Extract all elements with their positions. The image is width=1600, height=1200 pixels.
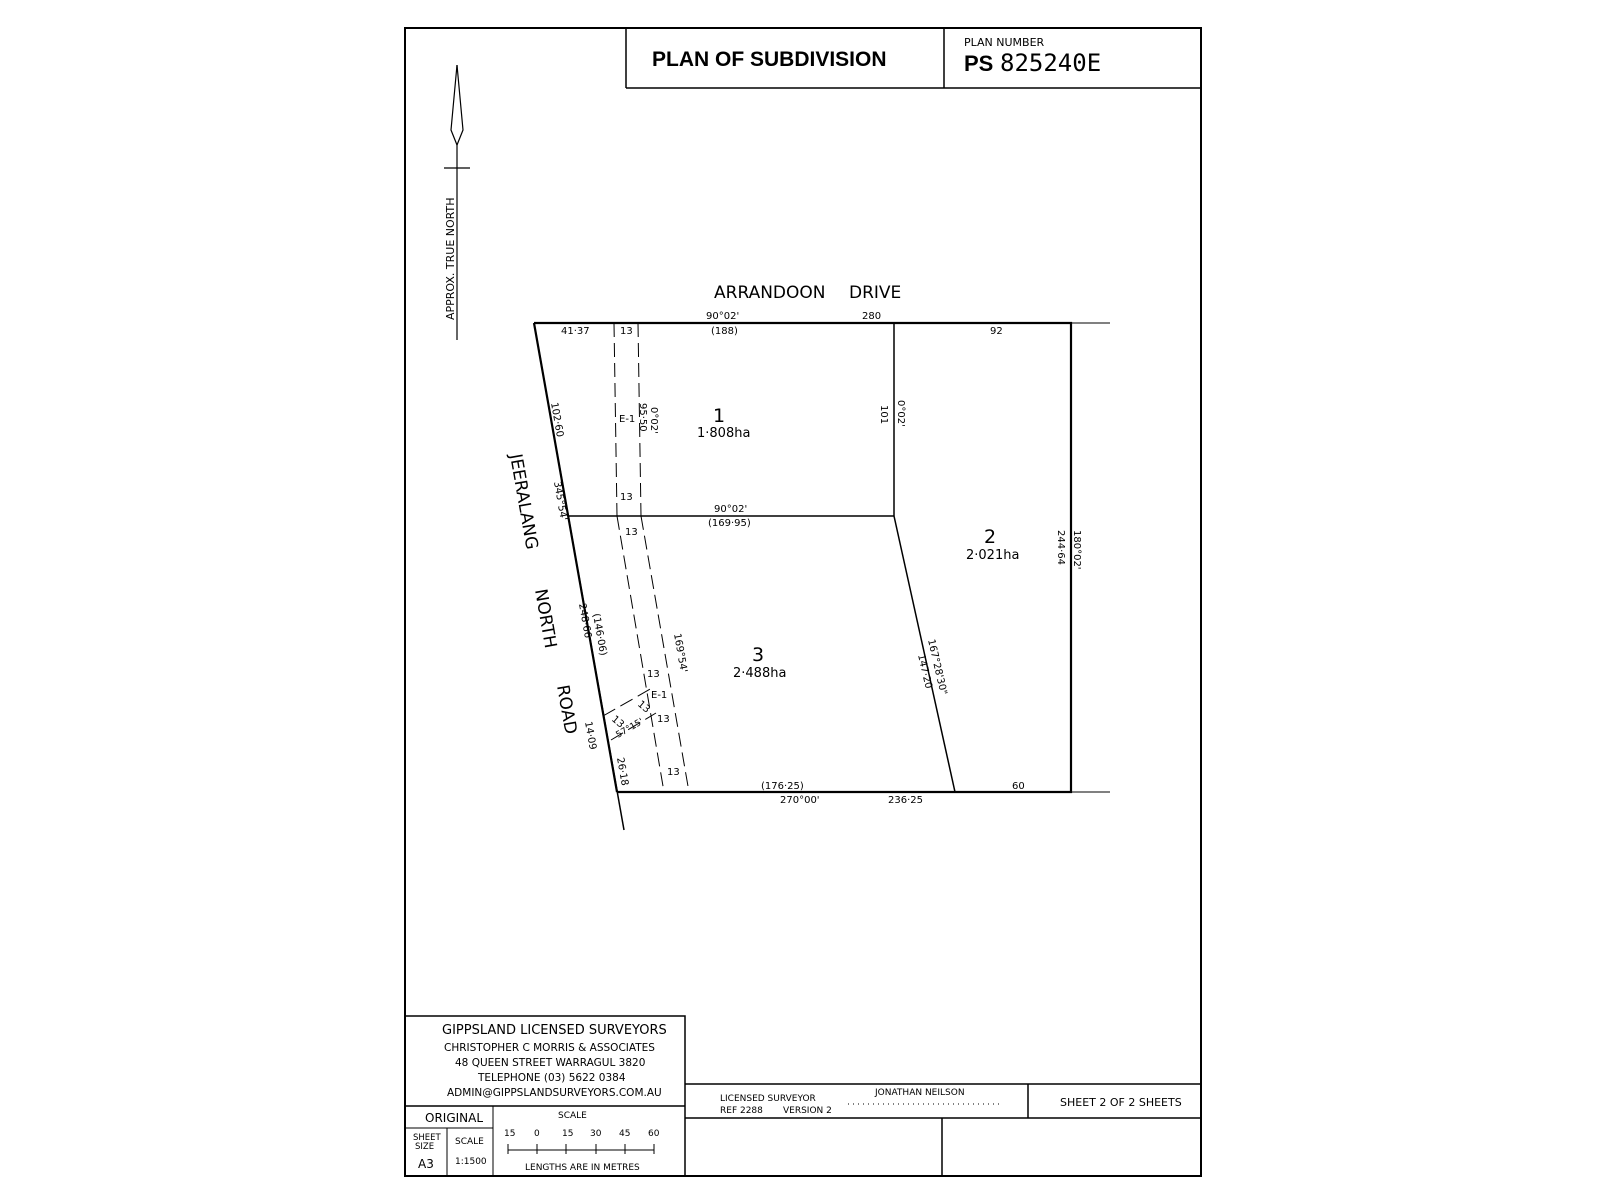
dim-left-248-66: 248·66 (576, 603, 593, 639)
plan-number-label: PLAN NUMBER (964, 36, 1045, 49)
dim-left-bearing-upper: 345°54' (551, 481, 569, 522)
easement-13-e: 13 (667, 767, 680, 778)
plan-number: 825240E (1000, 49, 1101, 77)
title-block (404, 1015, 1201, 1177)
easement-13-c: 13 (657, 714, 670, 725)
sheet-size-label-2: SIZE (415, 1142, 434, 1152)
dim-bottom-236-25: 236·25 (888, 795, 923, 806)
lot-1-number: 1 (713, 405, 725, 427)
scale-tick-label: 15 (562, 1129, 573, 1139)
firm-line-2: 48 QUEEN STREET WARRAGUL 3820 (455, 1057, 645, 1069)
dim-top-bearing: 90°02' (706, 311, 739, 322)
original-label: ORIGINAL (425, 1111, 483, 1125)
dim-top-188: (188) (711, 326, 738, 337)
lengths-note: LENGTHS ARE IN METRES (525, 1163, 640, 1173)
road-top-word-2: DRIVE (849, 283, 901, 303)
scale-tick-label: 45 (619, 1129, 630, 1139)
dim-top-92: 92 (990, 326, 1003, 337)
scale-bar-title: SCALE (558, 1111, 587, 1121)
dim-easement-bearing-lower: 169°54' (671, 633, 689, 674)
sheet-size-value: A3 (418, 1157, 434, 1171)
sheet-of-label: SHEET 2 OF 2 SHEETS (1060, 1096, 1182, 1109)
dim-bottom-60: 60 (1012, 781, 1025, 792)
lot-2-number: 2 (984, 526, 996, 548)
scale-label: SCALE (455, 1137, 484, 1147)
easement-13-a: 13 (647, 669, 660, 680)
easement-e1-upper: E-1 (619, 414, 635, 425)
dim-top-41-37: 41·37 (561, 326, 590, 337)
plan-title: PLAN OF SUBDIVISION (652, 48, 887, 71)
surveyor-version: VERSION 2 (783, 1106, 832, 1116)
dim-mid-13-lower: 13 (625, 527, 638, 538)
road-left-word-1: JEERALANG (505, 451, 542, 551)
lot-3-number: 3 (752, 644, 764, 666)
dim-bottom-176-25: (176·25) (761, 781, 804, 792)
lot-2-area: 2·021ha (966, 548, 1019, 563)
easement-e1-lower: E-1 (651, 690, 667, 701)
dim-bottom-bearing: 270°00' (780, 795, 820, 806)
scale-tick-label: 30 (590, 1129, 602, 1139)
firm-line-4: ADMIN@GIPPSLANDSURVEYORS.COM.AU (447, 1087, 662, 1099)
sheet-size-label-1: SHEET (413, 1133, 442, 1143)
firm-name: GIPPSLAND LICENSED SURVEYORS (442, 1023, 667, 1038)
scale-bar: 15 0 15 30 45 60 LENGTHS ARE IN METRES (504, 1129, 660, 1173)
surveyor-name: JONATHAN NEILSON (874, 1088, 965, 1098)
surveyor-label: LICENSED SURVEYOR (720, 1094, 816, 1104)
dim-easement-bearing-upper: 0°02' (648, 407, 659, 434)
header-box: PLAN OF SUBDIVISION PLAN NUMBER PS 82524… (625, 28, 1201, 89)
dim-right-244-64: 244·64 (1055, 530, 1066, 565)
dim-right-bearing: 180°02' (1071, 530, 1082, 570)
scale-value: 1:1500 (455, 1157, 487, 1167)
dim-left-26-18: 26·18 (614, 757, 630, 787)
surveyor-ref: REF 2288 (720, 1106, 763, 1116)
dim-top-13: 13 (620, 326, 633, 337)
dim-mid-bearing: 90°02' (714, 504, 747, 515)
dim-easement-95-50: 95·50 (637, 403, 648, 432)
easement-lines (602, 322, 690, 793)
firm-line-3: TELEPHONE (03) 5622 0384 (477, 1072, 626, 1084)
dim-lot1-east-bearing: 0°02' (895, 400, 906, 427)
north-arrow: APPROX. TRUE NORTH (444, 64, 470, 340)
dim-left-14-09: 14·09 (582, 721, 598, 751)
north-label: APPROX. TRUE NORTH (444, 198, 457, 321)
road-left-word-2: NORTH (530, 587, 560, 649)
road-top-word-1: ARRANDOON (714, 283, 825, 303)
dim-top-280: 280 (862, 311, 881, 322)
dim-lot1-east-101: 101 (878, 405, 889, 424)
dim-mid-13: 13 (620, 492, 633, 503)
scale-tick-label: 0 (534, 1129, 540, 1139)
easement-13-b: 13 (635, 699, 652, 716)
dim-mid-169-95: (169·95) (708, 518, 751, 529)
firm-line-1: CHRISTOPHER C MORRIS & ASSOCIATES (444, 1042, 655, 1054)
scale-tick-label: 15 (504, 1129, 515, 1139)
scale-tick-label: 60 (648, 1129, 660, 1139)
north-arrow-head-icon (450, 64, 464, 147)
lot-1-area: 1·808ha (697, 426, 750, 441)
lot-boundaries (532, 321, 1110, 831)
road-left-word-3: ROAD (552, 683, 580, 735)
plan-prefix: PS (964, 51, 993, 76)
lot-3-area: 2·488ha (733, 666, 786, 681)
sheet-border (404, 27, 1202, 1177)
